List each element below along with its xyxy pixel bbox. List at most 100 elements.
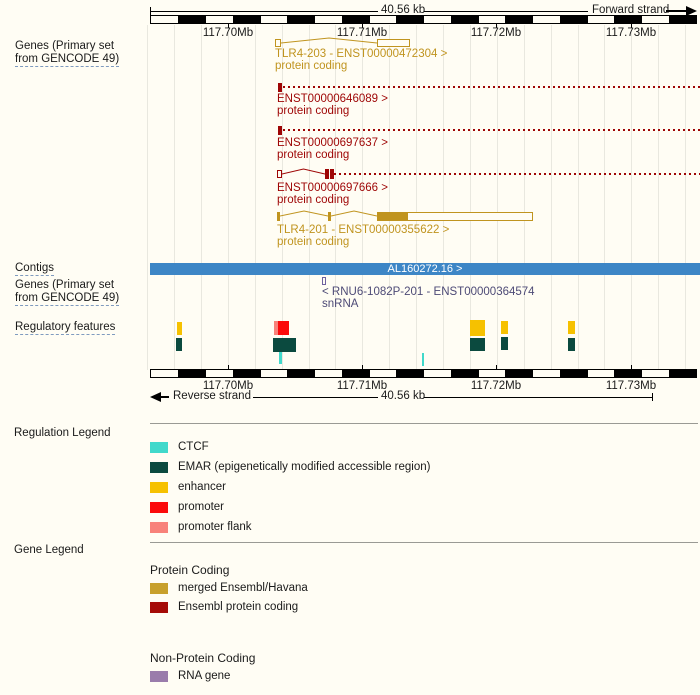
ruler-segment xyxy=(642,370,670,377)
ruler-segment xyxy=(668,16,696,23)
legend-swatch xyxy=(150,502,168,513)
ruler-tick xyxy=(631,365,632,369)
exon-hollow[interactable] xyxy=(275,39,281,47)
ruler-segment xyxy=(315,370,343,377)
gridline xyxy=(578,25,579,370)
gridline xyxy=(389,25,390,370)
ruler-segment xyxy=(559,370,588,377)
ruler-segment xyxy=(533,16,561,23)
legend-section-heading: Non-Protein Coding xyxy=(150,651,256,665)
ruler-tick xyxy=(362,24,363,28)
contig-bar[interactable]: AL160272.16 > xyxy=(150,263,700,275)
gridline xyxy=(201,25,202,370)
gene-label[interactable]: ENST00000697666 >protein coding xyxy=(277,182,388,206)
exon-solid[interactable] xyxy=(377,212,407,221)
exon-solid[interactable] xyxy=(278,83,282,92)
emar-block[interactable] xyxy=(568,338,575,351)
gene-name[interactable]: ENST00000697637 > xyxy=(277,137,388,149)
exon-solid[interactable] xyxy=(328,212,331,221)
enhancer-block[interactable] xyxy=(470,320,485,336)
gene-biotype: protein coding xyxy=(277,235,350,248)
bottom-scale-line-left xyxy=(253,397,378,398)
emar-block[interactable] xyxy=(273,338,296,352)
reverse-strand-arrow-icon xyxy=(150,392,161,402)
legend-label: enhancer xyxy=(178,481,226,493)
sidebar-regulatory-features[interactable]: Regulatory features xyxy=(15,321,116,335)
gene-name[interactable]: ENST00000697666 > xyxy=(277,182,388,194)
exon-solid[interactable] xyxy=(277,212,280,221)
enhancer-block[interactable] xyxy=(568,321,575,334)
gridline xyxy=(497,25,498,370)
gridline xyxy=(524,25,525,370)
gene-label[interactable]: TLR4-201 - ENST00000355622 >protein codi… xyxy=(277,224,450,248)
ruler-segment xyxy=(424,370,452,377)
legend-swatch xyxy=(150,482,168,493)
exon-hollow[interactable] xyxy=(322,277,326,285)
ruler-segment xyxy=(396,370,424,377)
bottom-scale-line-right xyxy=(424,397,652,398)
gene-name[interactable]: ENST00000646089 > xyxy=(277,93,388,105)
gene-name[interactable]: TLR4-201 - ENST00000355622 > xyxy=(277,224,450,236)
ruler-segment xyxy=(478,16,506,23)
ruler-segment xyxy=(232,16,261,23)
ruler-segment xyxy=(478,370,506,377)
gene-legend-title: Gene Legend xyxy=(14,544,84,556)
gene-name[interactable]: TLR4-203 - ENST00000472304 > xyxy=(275,48,448,60)
sidebar-genes-bottom-line2[interactable]: from GENCODE 49) xyxy=(15,292,120,306)
gene-biotype: protein coding xyxy=(277,148,350,161)
ruler-tick xyxy=(496,365,497,369)
enhancer-block[interactable] xyxy=(177,322,182,335)
legend-label: RNA gene xyxy=(178,670,231,682)
ruler-segment xyxy=(533,370,561,377)
ruler-segment xyxy=(178,16,206,23)
sidebar-contigs[interactable]: Contigs xyxy=(15,262,54,276)
gridline xyxy=(174,25,175,370)
emar-block[interactable] xyxy=(176,338,182,351)
ctcf-block[interactable] xyxy=(422,353,424,366)
gene-name[interactable]: < RNU6-1082P-201 - ENST00000364574 xyxy=(322,286,535,298)
exon-solid[interactable] xyxy=(278,126,282,135)
sidebar-genes-top[interactable]: Genes (Primary set from GENCODE 49) xyxy=(15,40,120,67)
exon-hollow[interactable] xyxy=(377,39,410,47)
ruler-segment xyxy=(315,16,343,23)
legend-swatch xyxy=(150,671,168,682)
ctcf-block[interactable] xyxy=(279,352,282,364)
gene-biotype: snRNA xyxy=(322,297,359,310)
exon-solid[interactable] xyxy=(325,169,329,179)
regulation-legend-divider xyxy=(150,423,698,424)
sidebar-genes-bottom[interactable]: Genes (Primary set from GENCODE 49) xyxy=(15,279,120,306)
exon-solid[interactable] xyxy=(330,169,334,179)
intron-chevron xyxy=(331,210,377,217)
ruler-segment xyxy=(232,370,261,377)
ruler-tick-label: 117.70Mb xyxy=(202,380,254,392)
gene-biotype: protein coding xyxy=(277,193,350,206)
intron-chevron xyxy=(282,168,325,175)
ruler-segment xyxy=(642,16,670,23)
ruler-segment xyxy=(614,16,642,23)
ruler-tick-label: 117.72Mb xyxy=(470,380,522,392)
gene-label[interactable]: ENST00000697637 >protein coding xyxy=(277,137,388,161)
promoter-flank-block[interactable] xyxy=(274,321,279,335)
gene-label[interactable]: ENST00000646089 >protein coding xyxy=(277,93,388,117)
ruler-segment xyxy=(151,16,179,23)
exon-hollow[interactable] xyxy=(407,212,533,221)
exon-hollow[interactable] xyxy=(277,170,282,178)
legend-swatch xyxy=(150,462,168,473)
emar-block[interactable] xyxy=(501,337,508,350)
enhancer-block[interactable] xyxy=(501,321,508,334)
promoter-block[interactable] xyxy=(278,321,289,335)
sidebar-genes-top-line1: Genes (Primary set xyxy=(15,40,115,52)
gridline xyxy=(470,25,471,370)
emar-block[interactable] xyxy=(470,338,485,351)
ruler-segment xyxy=(668,370,696,377)
ruler-segment xyxy=(178,370,206,377)
intron-chevron xyxy=(280,210,328,217)
ruler-tick xyxy=(362,365,363,369)
top-scale-line-left xyxy=(151,11,378,12)
gene-label[interactable]: TLR4-203 - ENST00000472304 >protein codi… xyxy=(275,48,448,72)
ruler-tick-label: 117.73Mb xyxy=(605,27,657,39)
sidebar-genes-top-line2[interactable]: from GENCODE 49) xyxy=(15,53,120,67)
ruler-tick xyxy=(631,24,632,28)
ruler-tick-label: 117.70Mb xyxy=(202,27,254,39)
